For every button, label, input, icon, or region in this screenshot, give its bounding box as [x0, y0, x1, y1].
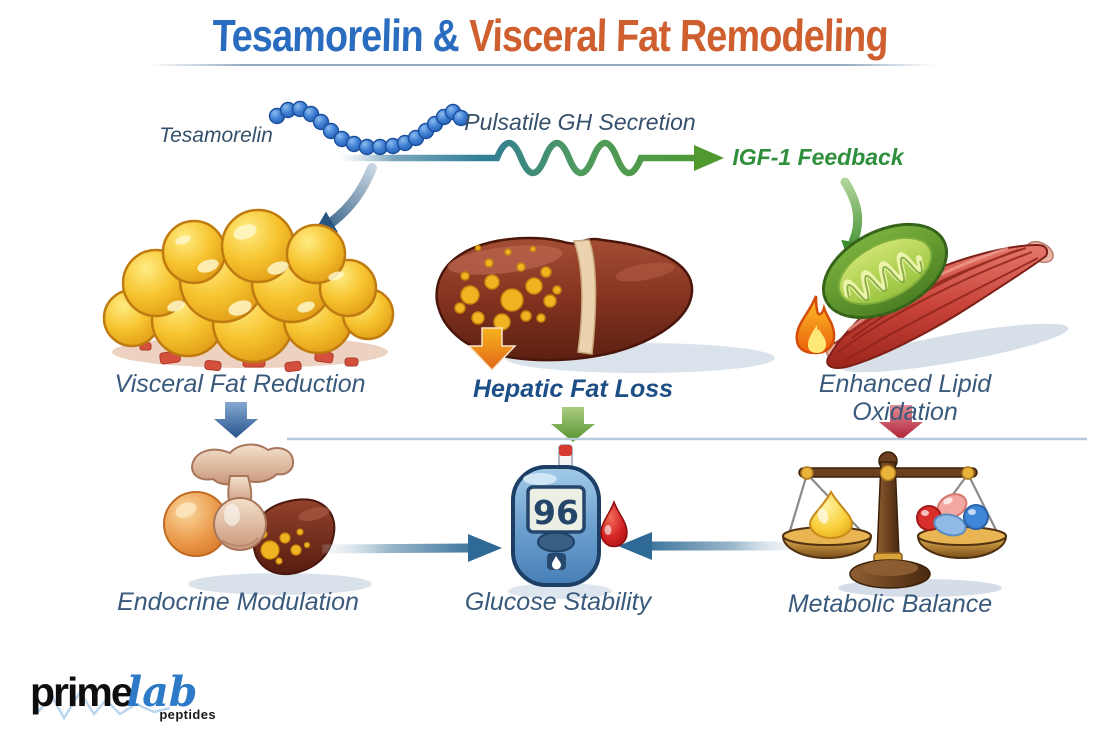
muscle-icon — [825, 240, 1054, 369]
visceral-fat-reduction-label: Visceral Fat Reduction — [114, 370, 366, 398]
scale-post — [849, 451, 931, 589]
metabolic-to-glucose-arrow-icon — [618, 532, 798, 560]
meter-reading: 96 — [533, 493, 579, 532]
liver-icon — [435, 236, 775, 373]
glucose-stability-label: Glucose Stability — [464, 588, 652, 616]
meter-button — [537, 531, 575, 553]
fat-droplet-icon — [808, 489, 854, 539]
tesamorelin-label: Tesamorelin — [159, 124, 273, 147]
logo-prime-text: prime — [30, 669, 134, 715]
glucose-meter-icon: 96 — [508, 444, 612, 599]
igf-feedback-label: IGF-1 Feedback — [732, 144, 904, 170]
blood-drop-icon — [600, 499, 628, 548]
hepatic-fat-loss-label: Hepatic Fat Loss — [472, 375, 674, 403]
flame-icon — [795, 295, 836, 355]
fat-cells-icon — [102, 208, 395, 373]
logo-tagline: peptides — [159, 707, 216, 722]
liver-fat-droplets-icon — [454, 244, 562, 331]
lipid-down-arrow-icon — [879, 405, 923, 440]
balance-scale-icon — [781, 451, 1008, 597]
ovary-sphere-icon — [163, 491, 229, 557]
lipid-oxidation-icon — [795, 222, 1069, 373]
endocrine-to-glucose-arrow-icon — [321, 534, 502, 562]
title-blue-part: Tesamorelin & — [211, 10, 460, 61]
enhanced-lipid-oxidation-label: Enhanced Lipid Oxidation — [818, 370, 992, 426]
endocrine-organs-icon — [163, 443, 372, 595]
visceral-down-arrow-icon — [214, 402, 258, 438]
logo-zigzag-icon — [37, 689, 171, 721]
pituitary-icon — [190, 443, 295, 551]
pills-icon — [916, 493, 989, 537]
primelab-logo: primelab peptides — [30, 668, 260, 730]
liver-ligament — [572, 239, 597, 355]
gh-wave-arrow-icon — [336, 139, 724, 177]
peptide-chain-icon — [268, 100, 470, 156]
liver-fat-export-arrow-icon — [467, 327, 517, 372]
page-title: Tesamorelin & Visceral Fat Remodeling — [0, 10, 1100, 62]
meter-screen: 96 — [526, 485, 586, 534]
gh-secretion-label: Pulsatile GH Secretion — [464, 109, 696, 135]
hepatic-down-arrow-icon — [551, 407, 595, 442]
logo-lab-text: lab — [126, 668, 198, 716]
mitochondria-icon — [821, 222, 949, 320]
endocrine-modulation-label: Endocrine Modulation — [117, 588, 359, 616]
title-underline — [150, 64, 935, 66]
liver-lobe-icon — [252, 498, 336, 576]
title-orange-part: Visceral Fat Remodeling — [467, 10, 889, 61]
metabolic-balance-label: Metabolic Balance — [787, 590, 993, 618]
